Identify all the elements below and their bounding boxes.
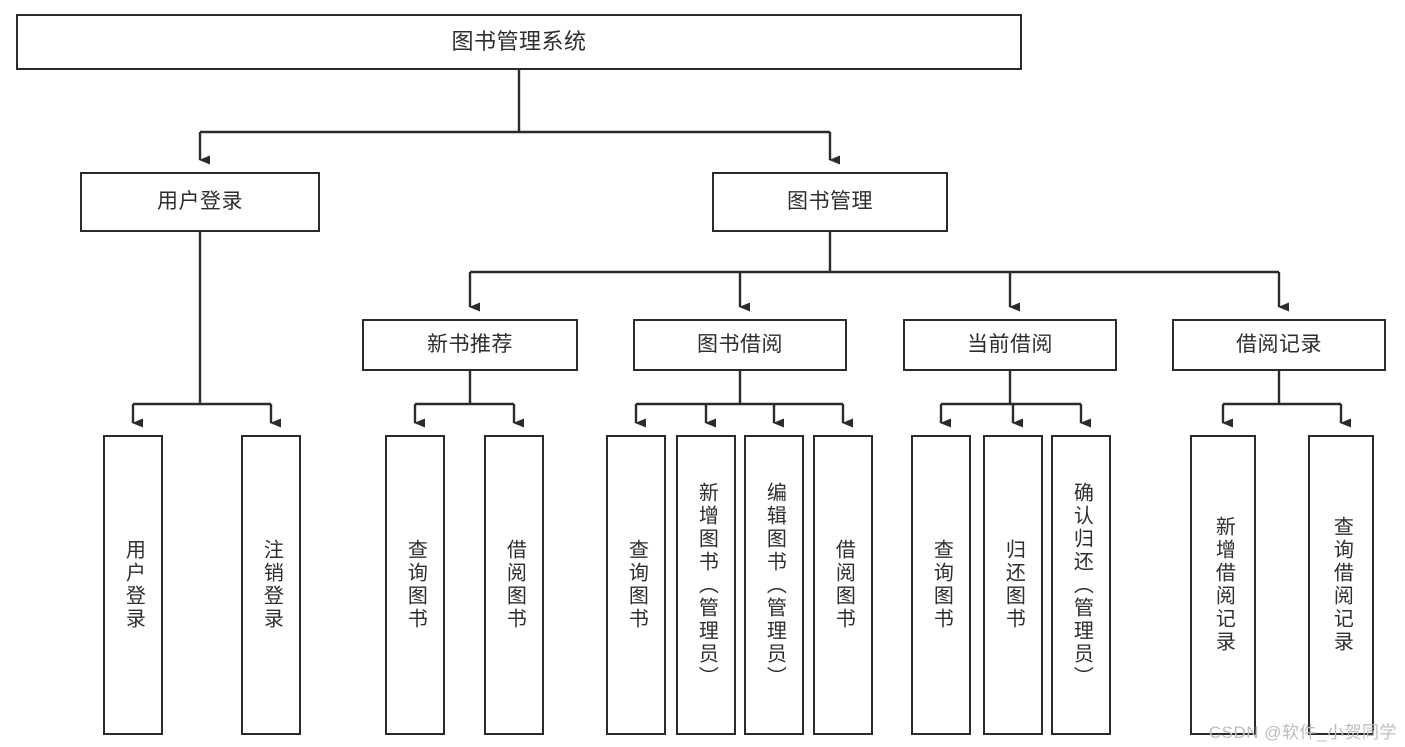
node-n2a[interactable]: 新书推荐 (362, 319, 578, 371)
node-label: 图书管理系统 (451, 29, 587, 55)
node-n3a2[interactable]: 注销登录 (241, 435, 301, 735)
node-label: 新增图书（管理员） (695, 481, 718, 689)
node-label: 新书推荐 (427, 332, 513, 356)
node-label: 借阅图书 (503, 539, 526, 631)
node-label: 借阅记录 (1236, 332, 1322, 356)
watermark-text: CSDN @软件_小贺同学 (1208, 723, 1397, 742)
node-n3e2[interactable]: 查询借阅记录 (1308, 435, 1374, 735)
node-label: 确认归还（管理员） (1070, 481, 1093, 689)
node-label: 查询借阅记录 (1330, 516, 1353, 654)
node-label: 编辑图书（管理员） (763, 481, 786, 689)
node-n2c[interactable]: 当前借阅 (903, 319, 1117, 371)
node-n1a[interactable]: 用户登录 (80, 172, 320, 232)
node-n3c4[interactable]: 借阅图书 (813, 435, 873, 735)
node-n3c3[interactable]: 编辑图书（管理员） (744, 435, 804, 735)
node-label: 用户登录 (122, 539, 145, 631)
node-n3c2[interactable]: 新增图书（管理员） (676, 435, 736, 735)
node-n3a1[interactable]: 用户登录 (103, 435, 163, 735)
node-n3b1[interactable]: 查询图书 (385, 435, 445, 735)
node-label: 图书借阅 (697, 332, 783, 356)
node-label: 查询图书 (404, 539, 427, 631)
node-n3e1[interactable]: 新增借阅记录 (1190, 435, 1256, 735)
node-n3d3[interactable]: 确认归还（管理员） (1051, 435, 1111, 735)
node-n3d2[interactable]: 归还图书 (983, 435, 1043, 735)
node-label: 归还图书 (1002, 539, 1025, 631)
node-label: 用户登录 (157, 189, 243, 213)
node-n3d1[interactable]: 查询图书 (911, 435, 971, 735)
node-n3c1[interactable]: 查询图书 (606, 435, 666, 735)
node-label: 新增借阅记录 (1212, 516, 1235, 654)
node-n3b2[interactable]: 借阅图书 (484, 435, 544, 735)
node-label: 注销登录 (260, 539, 283, 631)
node-root[interactable]: 图书管理系统 (16, 14, 1022, 70)
node-label: 查询图书 (930, 539, 953, 631)
node-label: 图书管理 (787, 189, 873, 213)
node-label: 当前借阅 (967, 332, 1053, 356)
node-n2b[interactable]: 图书借阅 (633, 319, 847, 371)
node-label: 查询图书 (625, 539, 648, 631)
node-label: 借阅图书 (832, 539, 855, 631)
node-n2d[interactable]: 借阅记录 (1172, 319, 1386, 371)
node-n1b[interactable]: 图书管理 (712, 172, 948, 232)
